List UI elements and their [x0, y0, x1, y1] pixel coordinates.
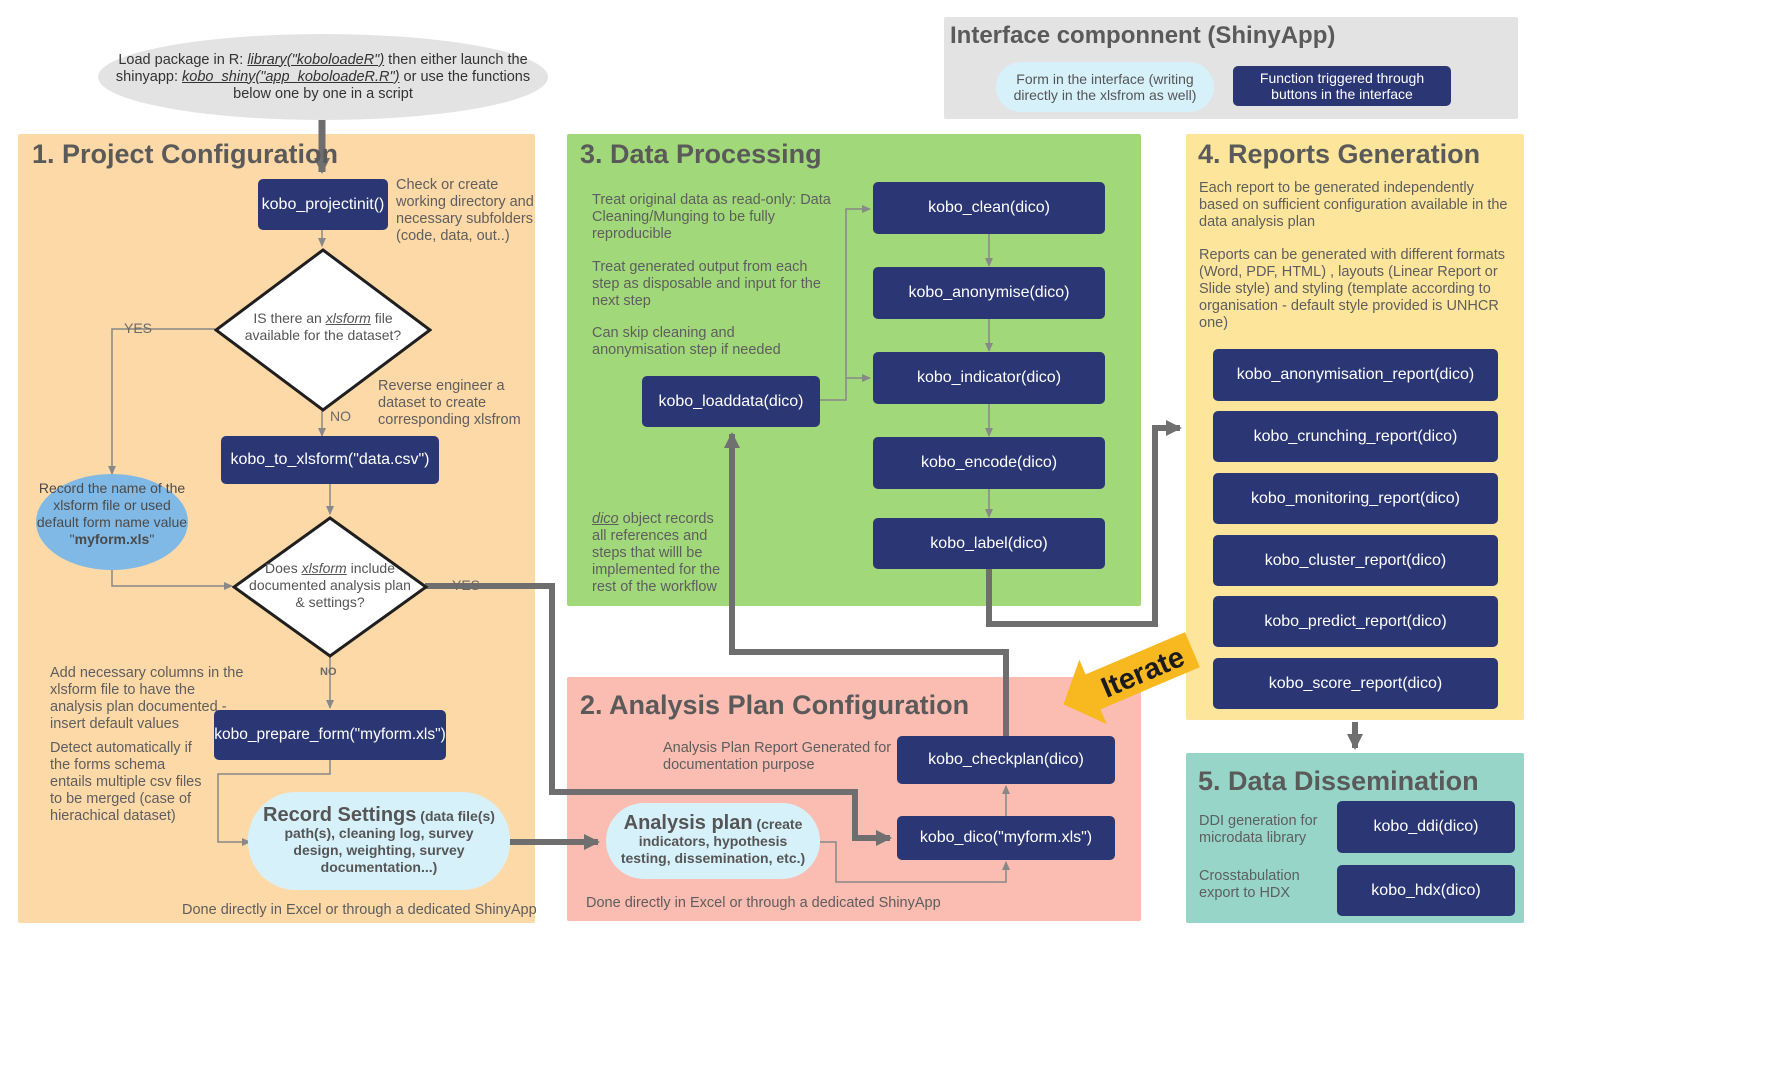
hdx-note: Crosstabulation export to HDX	[1199, 868, 1300, 901]
analysis-plan-body: (create indicators, hypothesis testing, …	[620, 816, 806, 866]
report-predict-button[interactable]: kobo_predict_report(dico)	[1213, 596, 1498, 647]
record-name-pre: Record the name of the xlsform file or u…	[36, 480, 188, 547]
analysis-plan-title: Analysis plan	[623, 812, 753, 834]
legend-title: Interface componnent (ShinyApp)	[950, 22, 1336, 49]
intro-bubble	[98, 34, 548, 120]
section1-footer: Done directly in Excel or through a dedi…	[182, 902, 537, 918]
projectinit-note: Check or create working directory and ne…	[396, 177, 534, 244]
intro-line2-code: kobo_shiny("app_koboloadeR.R")	[182, 68, 400, 85]
decision2-no-label: NO	[320, 666, 337, 678]
report-score-button[interactable]: kobo_score_report(dico)	[1213, 658, 1498, 709]
processing-note1: Treat original data as read-only: Data C…	[592, 192, 831, 242]
ddi-note: DDI generation for microdata library	[1199, 813, 1318, 846]
legend-function-label: Function triggered through buttons in th…	[1259, 70, 1425, 102]
anonymise-button[interactable]: kobo_anonymise(dico)	[873, 267, 1105, 319]
checkplan-button[interactable]: kobo_checkplan(dico)	[897, 736, 1115, 784]
dico-note-body: object records all references and steps …	[592, 511, 721, 595]
detect-note: Detect automatically if the forms schema…	[50, 740, 202, 824]
prepare-form-button[interactable]: kobo_prepare_form("myform.xls")	[214, 710, 446, 760]
intro-line3: below one by one in a script	[233, 85, 413, 102]
report-cluster-button[interactable]: kobo_cluster_report(dico)	[1213, 535, 1498, 586]
decision1-text: IS there an xlsform file available for t…	[240, 310, 406, 350]
ddi-button[interactable]: kobo_ddi(dico)	[1337, 801, 1515, 853]
intro-line2-post: or use the functions	[399, 68, 531, 85]
record-name-post: "	[149, 531, 155, 547]
record-settings-body: (data file(s) path(s), cleaning log, sur…	[284, 807, 495, 875]
hdx-button[interactable]: kobo_hdx(dico)	[1337, 865, 1515, 916]
intro-line1-code: library("koboloadeR")	[247, 51, 385, 68]
report-anonymisation-button[interactable]: kobo_anonymisation_report(dico)	[1213, 349, 1498, 401]
loaddata-button[interactable]: kobo_loaddata(dico)	[642, 376, 820, 427]
dico-note-em: dico	[592, 511, 619, 527]
intro-line1-post: then either launch the	[384, 51, 528, 68]
section3-title: 3. Data Processing	[580, 139, 822, 169]
section5-title: 5. Data Dissemination	[1198, 766, 1479, 796]
section2-title: 2. Analysis Plan Configuration	[580, 690, 970, 720]
reports-note2: Reports can be generated with different …	[1199, 247, 1506, 331]
dico-button[interactable]: kobo_dico("myform.xls")	[897, 816, 1115, 860]
record-settings-title: Record Settings	[263, 803, 417, 826]
decision1-pre: IS there an	[253, 310, 326, 326]
dico-note: dico object records all references and s…	[592, 511, 732, 596]
analysis-report-note: Analysis Plan Report Generated for docum…	[663, 740, 892, 773]
decision1-em: xlsform	[325, 310, 371, 326]
to-xlsform-button[interactable]: kobo_to_xlsform("data.csv")	[221, 436, 439, 484]
reports-note1: Each report to be generated independentl…	[1199, 180, 1508, 230]
decision2-text: Does xlsform include documented analysis…	[248, 560, 412, 614]
report-monitoring-button[interactable]: kobo_monitoring_report(dico)	[1213, 473, 1498, 524]
intro-line1-pre: Load package in R:	[118, 51, 248, 68]
intro-text: Load package in R: library("koboloadeR")…	[110, 48, 536, 106]
legend-form-label: Form in the interface (writing directly …	[1013, 71, 1197, 103]
decision2-diamond	[232, 516, 428, 658]
analysis-plan-bubble: Analysis plan (create indicators, hypoth…	[606, 803, 820, 879]
section2-footer: Done directly in Excel or through a dedi…	[586, 895, 941, 911]
label-button[interactable]: kobo_label(dico)	[873, 518, 1105, 569]
decision1-no-label: NO	[330, 408, 351, 424]
intro-line2-pre: shinyapp:	[115, 68, 183, 85]
record-name-bold: myform.xls	[74, 531, 150, 547]
indicator-button[interactable]: kobo_indicator(dico)	[873, 352, 1105, 404]
record-settings-bubble: Record Settings (data file(s) path(s), c…	[248, 792, 510, 890]
section4-title: 4. Reports Generation	[1198, 139, 1481, 169]
decision2-post: include documented analysis plan & setti…	[249, 560, 411, 610]
report-crunching-button[interactable]: kobo_crunching_report(dico)	[1213, 411, 1498, 462]
decision2-em: xlsform	[301, 560, 347, 576]
add-columns-note: Add necessary columns in the xlsform fil…	[50, 665, 244, 732]
reverse-note: Reverse engineer a dataset to create cor…	[378, 378, 521, 428]
decision1-yes-label: YES	[124, 320, 153, 336]
decision2-yes-label: YES	[452, 577, 481, 593]
section1-title: 1. Project Configuration	[32, 139, 339, 169]
processing-note3: Can skip cleaning and anonymisation step…	[592, 325, 781, 358]
decision2-pre: Does	[265, 560, 302, 576]
decision1-diamond	[214, 248, 432, 412]
encode-button[interactable]: kobo_encode(dico)	[873, 437, 1105, 489]
iterate-arrow: Iterate	[1063, 632, 1200, 725]
legend-form-bubble: Form in the interface (writing directly …	[996, 62, 1214, 112]
decision1-post: file available for the dataset?	[244, 310, 402, 343]
record-name-ellipse: Record the name of the xlsform file or u…	[36, 474, 188, 570]
processing-note2: Treat generated output from each step as…	[592, 259, 821, 309]
projectinit-button[interactable]: kobo_projectinit()	[258, 179, 388, 230]
clean-button[interactable]: kobo_clean(dico)	[873, 182, 1105, 234]
legend-function-box: Function triggered through buttons in th…	[1233, 66, 1451, 106]
